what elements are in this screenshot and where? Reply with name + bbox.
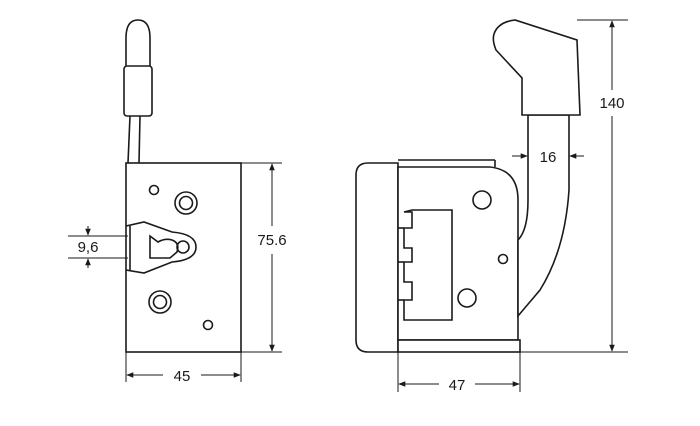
side-hole-top <box>472 190 492 210</box>
front-screw-hole-bottom-inner <box>152 294 168 310</box>
side-inner-mechanism <box>403 209 453 321</box>
side-hole-bottom <box>457 288 477 308</box>
front-screw-hole-top-inner <box>178 195 194 211</box>
front-height-dim-label: 75.6 <box>257 232 286 249</box>
front-screw-hole-top-outer <box>174 191 198 215</box>
front-width-dim-label: 45 <box>174 368 191 385</box>
side-height-dim-label: 140 <box>599 95 624 112</box>
front-view: 45 75.6 9,6 <box>68 19 287 385</box>
front-slot-dim-label: 9,6 <box>78 239 99 256</box>
front-screw-hole-bottom-outer <box>148 290 172 314</box>
side-hole-mid <box>497 253 509 265</box>
side-lever-handle <box>492 19 581 116</box>
side-lever-dim-label: 16 <box>540 149 557 166</box>
side-width-dim-label: 47 <box>449 377 466 394</box>
side-view: 47 140 16 <box>355 19 628 394</box>
front-striker-slot <box>125 221 197 274</box>
front-lever-handle <box>125 19 151 69</box>
front-latch-hook-hole <box>176 240 190 254</box>
front-small-hole-bottom <box>202 319 214 331</box>
front-lever-grip <box>123 65 153 117</box>
front-latch-hook <box>149 234 179 259</box>
side-lever-arm <box>517 114 570 319</box>
front-body <box>125 162 242 353</box>
front-lever-shaft-right <box>138 115 141 164</box>
side-housing <box>397 166 519 341</box>
front-lever-shaft-left <box>127 115 131 164</box>
front-small-hole-top <box>148 184 160 196</box>
side-base <box>397 339 521 353</box>
side-cover-plate <box>355 162 399 353</box>
